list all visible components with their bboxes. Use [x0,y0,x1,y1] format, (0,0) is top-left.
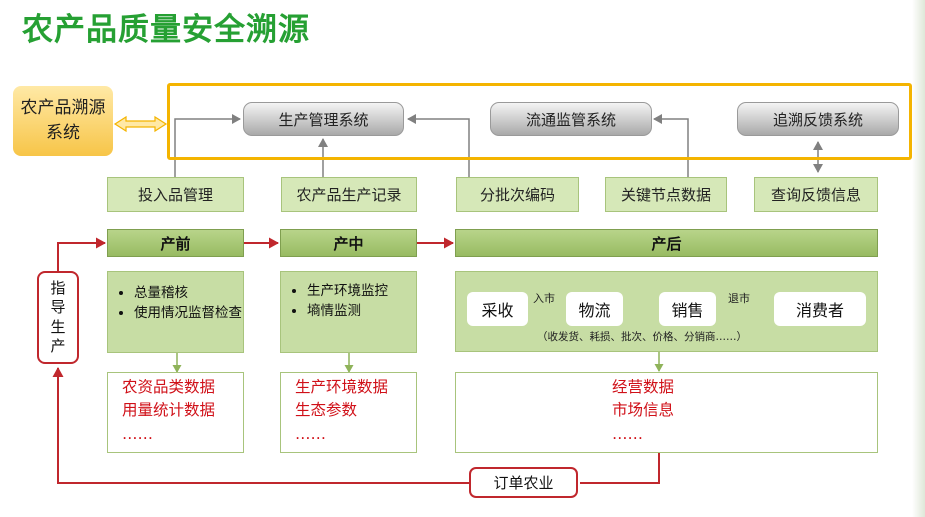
stage-mid-header: 产中 [280,229,417,257]
stage-pre-outputs: 农资品类数据 用量统计数据 …… [107,372,244,453]
stage-pre-body: 总量稽核 使用情况监督检查 [107,271,244,353]
systems-frame [167,83,912,160]
flow-note: （收发货、耗损、批次、价格、分销商……） [537,331,747,343]
output-line: …… [122,424,153,443]
input-key-node-data: 关键节点数据 [605,177,727,212]
input-query-feedback: 查询反馈信息 [754,177,878,212]
output-line: 农资品类数据 [122,378,216,396]
stage-mid-body: 生产环境监控 墒情监测 [280,271,417,353]
guide-char: 指 [50,278,66,297]
output-line: 市场信息 [612,401,675,420]
input-materials: 投入品管理 [107,177,244,212]
guide-char: 生 [50,317,66,336]
system-circulation: 流通监管系统 [490,102,652,136]
input-production-record: 农产品生产记录 [281,177,417,212]
flow-consumer: 消费者 [774,292,866,326]
guide-char: 产 [50,337,66,355]
stage-pre-header: 产前 [107,229,244,257]
flow-label-exit-market: 退市 [728,292,750,305]
stage-post-header: 产后 [455,229,878,257]
stage-post-outputs: 经营数据 市场信息 …… [455,372,878,453]
stage-mid-outputs: 生产环境数据 生态参数 …… [280,372,417,453]
output-line: 用量统计数据 [122,401,216,420]
flow-label-enter-market: 入市 [533,292,555,305]
system-production: 生产管理系统 [243,102,404,136]
stage-mid-item: 生产环境监控 [307,281,416,301]
output-line: 生产环境数据 [295,378,389,396]
flow-sales: 销售 [659,292,716,326]
output-line: …… [295,424,326,443]
stage-pre-item: 总量稽核 [134,283,243,303]
double-arrow-origin [113,115,168,133]
order-agriculture-label: 订单农业 [469,467,578,498]
flow-logistics: 物流 [566,292,623,326]
stage-pre-item: 使用情况监督检查 [134,303,243,323]
origin-system-box: 农产品溯源系统 [13,86,113,156]
output-line: …… [612,424,643,443]
page-title: 农产品质量安全溯源 [22,12,310,48]
output-line: 生态参数 [295,401,358,420]
right-edge-bar [912,0,925,517]
flow-harvest: 采收 [467,292,528,326]
input-batch-code: 分批次编码 [456,177,579,212]
guide-production-label: 指 导 生 产 [37,271,79,364]
output-line: 经营数据 [612,378,675,396]
system-traceback: 追溯反馈系统 [737,102,899,136]
guide-char: 导 [50,298,66,316]
stage-mid-item: 墒情监测 [307,301,416,321]
